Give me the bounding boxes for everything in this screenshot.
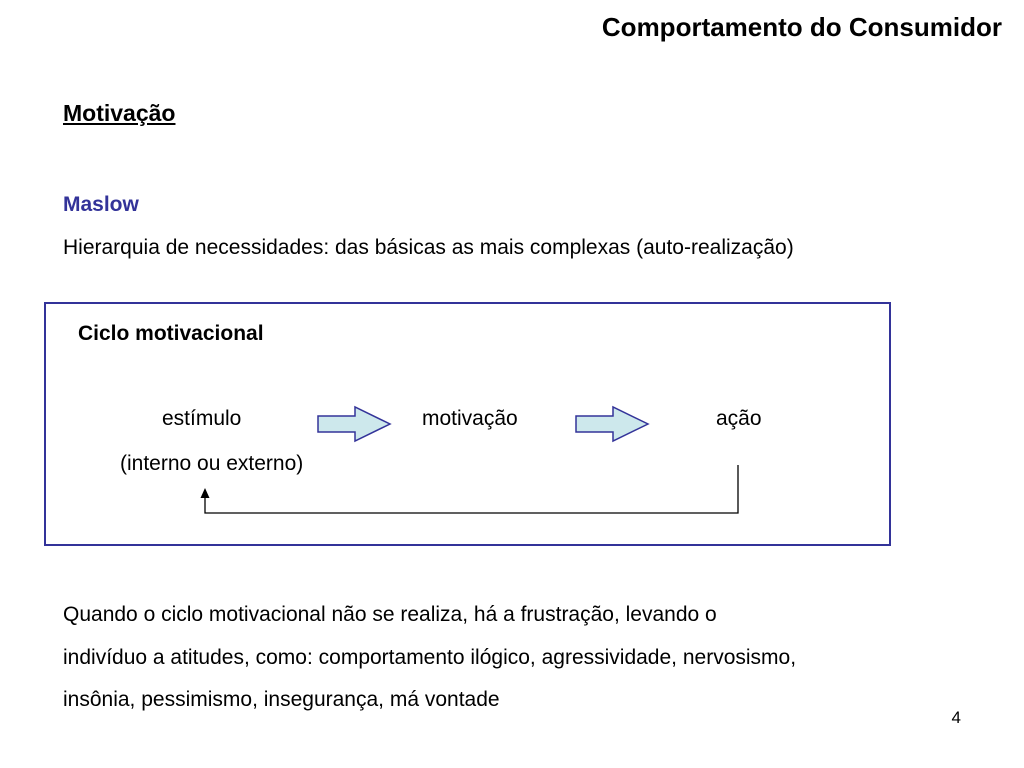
conclusion-line-3: insônia, pessimismo, insegurança, má von… <box>63 688 500 711</box>
hierarchy-description: Hierarquia de necessidades: das básicas … <box>63 236 794 259</box>
page-number: 4 <box>951 708 961 727</box>
cycle-step-stimulus: estímulo <box>162 407 242 430</box>
stimulus-note: (interno ou externo) <box>120 452 304 475</box>
section-heading: Motivação <box>63 100 176 126</box>
conclusion-line-1: Quando o ciclo motivacional não se reali… <box>63 603 717 626</box>
maslow-subheading: Maslow <box>63 193 139 216</box>
cycle-step-motivation: motivação <box>422 407 518 430</box>
cycle-step-action: ação <box>716 407 762 430</box>
motivation-cycle-box <box>44 302 891 546</box>
conclusion-line-2: indivíduo a atitudes, como: comportament… <box>63 646 797 669</box>
cycle-title: Ciclo motivacional <box>78 322 264 345</box>
slide-title: Comportamento do Consumidor <box>601 12 1002 42</box>
